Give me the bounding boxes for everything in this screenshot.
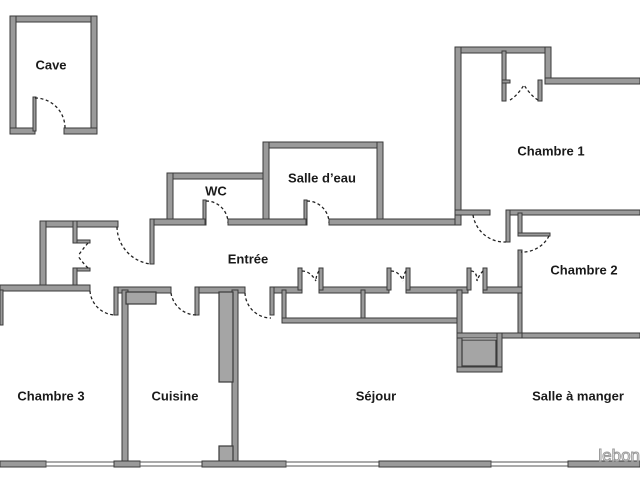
chambre1-walls <box>454 46 640 218</box>
room-label-cave: Cave <box>35 57 67 73</box>
closet-door-swing <box>301 270 317 282</box>
wc-walls <box>166 141 384 226</box>
room-label-cuisine: Cuisine <box>151 388 199 404</box>
bottom-exterior-wall <box>0 460 640 468</box>
closet-door-swing <box>77 255 89 269</box>
room-label-sejour: Séjour <box>355 388 397 404</box>
room-label-salle-eau: Salle d’eau <box>288 170 356 186</box>
sejour-door-swing <box>244 292 272 319</box>
closet-door-swing <box>509 84 525 101</box>
cave-walls <box>9 15 98 135</box>
closet-door-swing <box>390 270 404 282</box>
salle-eau-door-swing <box>306 200 330 224</box>
chambre1-door-swing <box>472 214 507 243</box>
room-label-chambre-2: Chambre 2 <box>550 262 618 278</box>
closet-door-swing <box>402 270 407 282</box>
entree-bottom-wall <box>0 267 523 373</box>
entree-top-wall <box>39 209 462 290</box>
room-label-chambre-1: Chambre 1 <box>517 143 585 159</box>
cuisine-walls <box>121 289 239 466</box>
wc-door-swing <box>205 200 229 224</box>
chambre3-door-swing <box>89 290 116 316</box>
room-label-chambre-3: Chambre 3 <box>17 388 85 404</box>
room-label-salle-a-manger: Salle à manger <box>532 388 624 404</box>
room-label-wc: WC <box>205 183 227 199</box>
watermark: lebon <box>598 446 640 466</box>
closet-door-swing <box>523 84 539 101</box>
closet-door-swing <box>315 270 320 282</box>
entry-door-swing <box>116 226 152 265</box>
room-label-entree: Entrée <box>227 251 269 267</box>
closet-door-swing <box>476 270 484 282</box>
chambre2-door-swing <box>520 235 550 253</box>
closet-door-swing <box>470 270 478 282</box>
cave-door-swing <box>34 97 66 129</box>
cuisine-door-swing <box>170 292 198 316</box>
closet-door-swing <box>77 242 89 257</box>
